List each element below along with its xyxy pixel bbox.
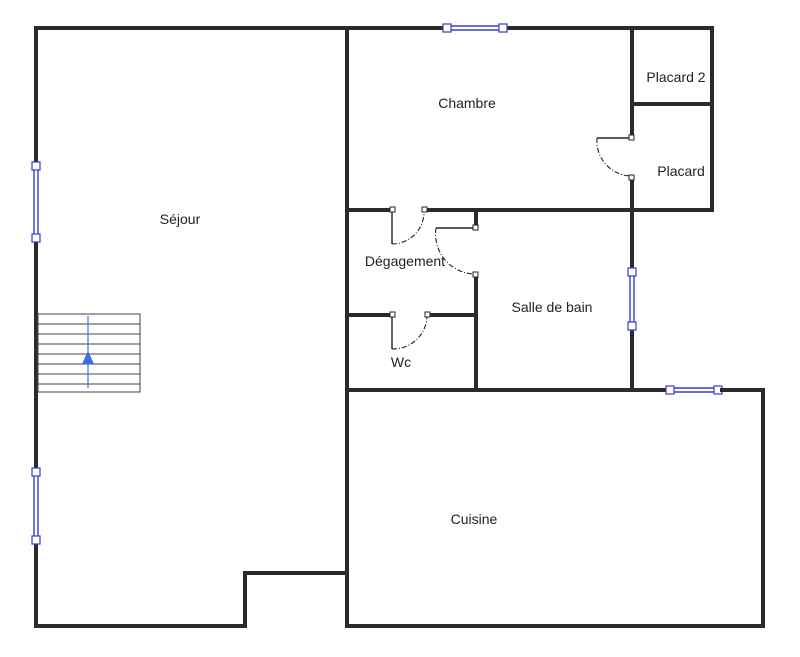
room-label-placard: Placard — [657, 163, 704, 179]
door-chambre — [389, 206, 428, 245]
room-label-cuisine: Cuisine — [451, 511, 498, 527]
door-placard — [596, 134, 635, 181]
room-labels: Séjour Chambre Placard 2 Placard Dégagem… — [160, 69, 706, 527]
room-label-sejour: Séjour — [160, 211, 201, 227]
window-sejour-upper — [31, 161, 41, 243]
window-sejour-lower — [31, 467, 41, 545]
door-wc — [389, 311, 431, 350]
windows — [31, 23, 765, 545]
room-label-placard-2: Placard 2 — [646, 69, 705, 85]
room-label-chambre: Chambre — [438, 95, 496, 111]
room-label-degagement: Dégagement — [365, 253, 445, 269]
door-salle-de-bain — [435, 224, 479, 278]
window-cuisine — [665, 385, 765, 395]
outer-wall — [34, 26, 765, 628]
room-label-salle-de-bain: Salle de bain — [512, 299, 593, 315]
walls — [34, 26, 765, 628]
window-chambre — [442, 23, 508, 33]
window-salle-de-bain — [627, 267, 637, 331]
room-label-wc: Wc — [391, 354, 411, 370]
staircase — [37, 313, 141, 393]
doors — [389, 134, 635, 350]
arrow-up-icon — [82, 351, 94, 364]
